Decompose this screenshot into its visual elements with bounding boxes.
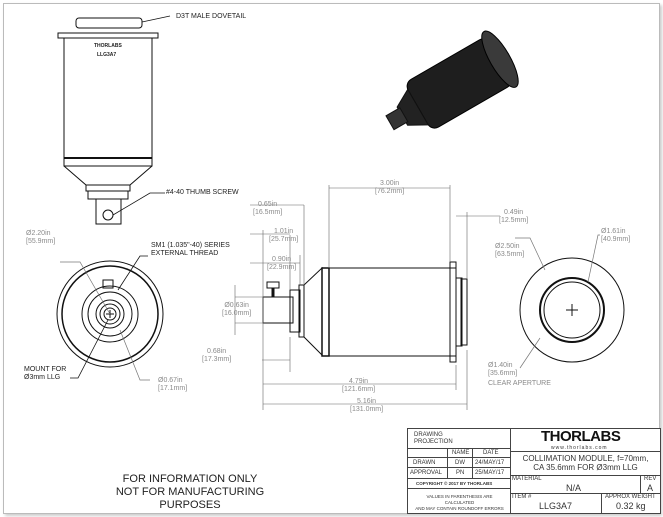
title-block: DRAWING PROJECTION NAME DATE DRAWN DW 24… bbox=[407, 428, 661, 514]
name-header: NAME bbox=[452, 450, 470, 456]
website: www.thorlabs.com bbox=[551, 445, 608, 451]
dim-d220: Ø2.20in[55.9mm] bbox=[26, 230, 56, 245]
dim-l479: 4.79in[121.6mm] bbox=[342, 378, 376, 393]
mount-callout: MOUNT FOR bbox=[24, 366, 67, 373]
sm1-thread-callout: SM1 (1.035"-40) SERIES bbox=[151, 242, 230, 249]
approval-name: PN bbox=[456, 470, 465, 476]
weight-label: APPROX WEIGHT bbox=[605, 494, 656, 500]
thumb-screw-callout: #4-40 THUMB SCREW bbox=[166, 189, 239, 196]
dim-l516: 5.16in[131.0mm] bbox=[350, 398, 384, 413]
dim-d140: Ø1.40in[35.6mm] bbox=[488, 362, 518, 377]
drawn-date: 24/MAY/17 bbox=[475, 460, 505, 466]
dim-d250: Ø2.50in[63.5mm] bbox=[495, 243, 525, 258]
body-marking-part: LLG3A7 bbox=[97, 52, 117, 58]
item-label: ITEM # bbox=[512, 494, 532, 500]
date-header: DATE bbox=[483, 450, 499, 456]
dim-d161: Ø1.61in[40.9mm] bbox=[601, 228, 631, 243]
top-view bbox=[57, 15, 171, 225]
dim-l065: 0.65in[16.5mm] bbox=[253, 201, 283, 216]
dim-l101: 1.01in[25.7mm] bbox=[269, 228, 299, 243]
material-value: N/A bbox=[566, 483, 582, 493]
dim-l300: 3.00in[76.2mm] bbox=[375, 180, 405, 195]
sm1-thread-callout-2: EXTERNAL THREAD bbox=[151, 250, 219, 257]
dim-l090: 0.90in[22.9mm] bbox=[267, 256, 297, 271]
thorlabs-logo: THORLABS bbox=[541, 428, 621, 445]
mount-callout-2: Ø3mm LLG bbox=[24, 374, 61, 381]
front-view bbox=[56, 255, 164, 381]
item-number: LLG3A7 bbox=[539, 501, 573, 511]
dovetail-callout: D3T MALE DOVETAIL bbox=[176, 13, 247, 20]
dim-l049: 0.49in[12.5mm] bbox=[499, 209, 529, 224]
drawing-title: COLLIMATION MODULE, f=70mm,CA 35.6mm FOR… bbox=[522, 454, 649, 472]
drawn-label: DRAWN bbox=[413, 460, 436, 466]
dimension-lines bbox=[234, 185, 500, 410]
dim-d063: Ø0.63in[16.0mm] bbox=[222, 302, 252, 317]
drawing-sheet bbox=[3, 3, 660, 514]
approval-date: 25/MAY/17 bbox=[475, 470, 505, 476]
dim-l068: 0.68in[17.3mm] bbox=[202, 348, 232, 363]
material-label: MATERIAL bbox=[512, 476, 542, 482]
clear-aperture-callout: CLEAR APERTURE bbox=[488, 380, 551, 387]
side-view bbox=[262, 261, 468, 363]
dim-d067: Ø0.67in[17.1mm] bbox=[158, 377, 188, 392]
copyright: COPYRIGHT © 2017 BY THORLABS bbox=[416, 481, 493, 486]
drawn-name: DW bbox=[455, 460, 465, 466]
weight-value: 0.32 kg bbox=[616, 501, 646, 511]
end-view bbox=[515, 234, 625, 369]
drawing-projection-label: DRAWING PROJECTION bbox=[414, 432, 453, 445]
product-3d-render bbox=[385, 30, 519, 131]
body-marking-brand: THORLABS bbox=[94, 43, 122, 49]
rev-value: A bbox=[647, 483, 654, 493]
rev-label: REV bbox=[644, 476, 657, 482]
approval-label: APPROVAL bbox=[410, 470, 442, 476]
